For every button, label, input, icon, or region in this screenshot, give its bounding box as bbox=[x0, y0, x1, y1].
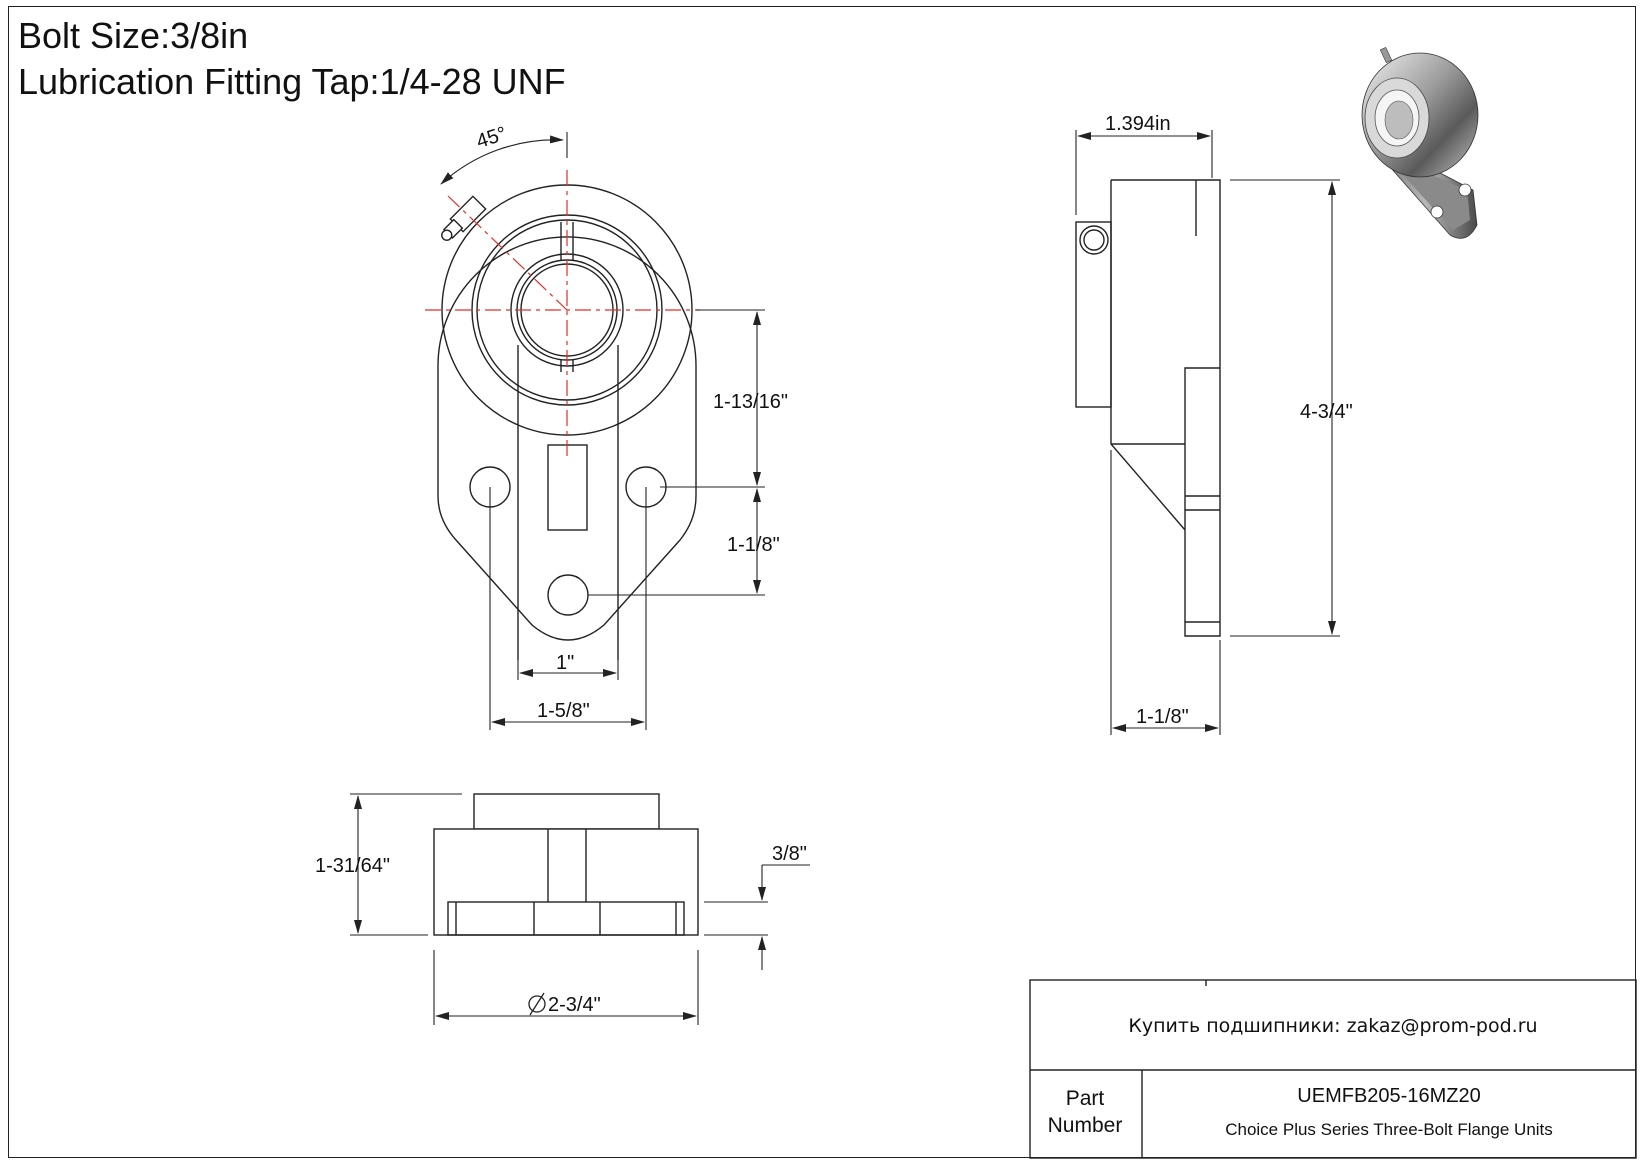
title-block bbox=[1029, 979, 1637, 1159]
bolt-size-note: Bolt Size:3/8in bbox=[18, 15, 249, 56]
front-centerlines bbox=[425, 170, 700, 460]
drawing-frame bbox=[8, 6, 1636, 1158]
dimension-1-5-8: 1-5/8" bbox=[537, 700, 590, 722]
part-label-line1: Part bbox=[1065, 1087, 1105, 1110]
diameter-symbol-icon bbox=[528, 992, 546, 1016]
part-label-line2: Number bbox=[1047, 1114, 1123, 1137]
contact-info: Купить подшипники: zakaz@prom-pod.ru bbox=[1128, 1015, 1538, 1037]
angle-dimension: 45° bbox=[474, 123, 510, 153]
part-description: Choice Plus Series Three-Bolt Flange Uni… bbox=[1225, 1120, 1553, 1139]
part-number-value: UEMFB205-16MZ20 bbox=[1297, 1085, 1481, 1107]
dimension-1-394: 1.394in bbox=[1105, 113, 1171, 135]
part-number-label: Part Number bbox=[1030, 1085, 1140, 1139]
side-dimensions bbox=[1075, 130, 1340, 735]
dimension-2-3-4: 2-3/4" bbox=[548, 994, 601, 1016]
lubrication-fitting-note: Lubrication Fitting Tap:1/4-28 UNF bbox=[18, 61, 566, 102]
dimension-3-8: 3/8" bbox=[772, 843, 807, 865]
grease-fitting-icon bbox=[441, 195, 487, 241]
dimension-4-3-4: 4-3/4" bbox=[1300, 401, 1353, 423]
side-body-outline bbox=[1110, 179, 1221, 637]
dimension-1-1-8-side: 1-1/8" bbox=[1136, 706, 1189, 728]
side-view bbox=[1075, 179, 1221, 637]
dimension-1-13-16: 1-13/16" bbox=[713, 391, 788, 413]
dimension-1: 1" bbox=[556, 652, 574, 674]
dimension-1-1-8-front: 1-1/8" bbox=[727, 534, 780, 556]
bottom-view bbox=[433, 793, 699, 936]
flange-outline bbox=[437, 236, 697, 641]
dimension-1-31-64: 1-31/64" bbox=[315, 855, 390, 877]
bottom-dimensions bbox=[350, 793, 810, 1025]
bearing-3d-render bbox=[1361, 46, 1479, 239]
front-dimensions bbox=[440, 132, 765, 730]
bolt-hole-bottom bbox=[547, 574, 589, 616]
